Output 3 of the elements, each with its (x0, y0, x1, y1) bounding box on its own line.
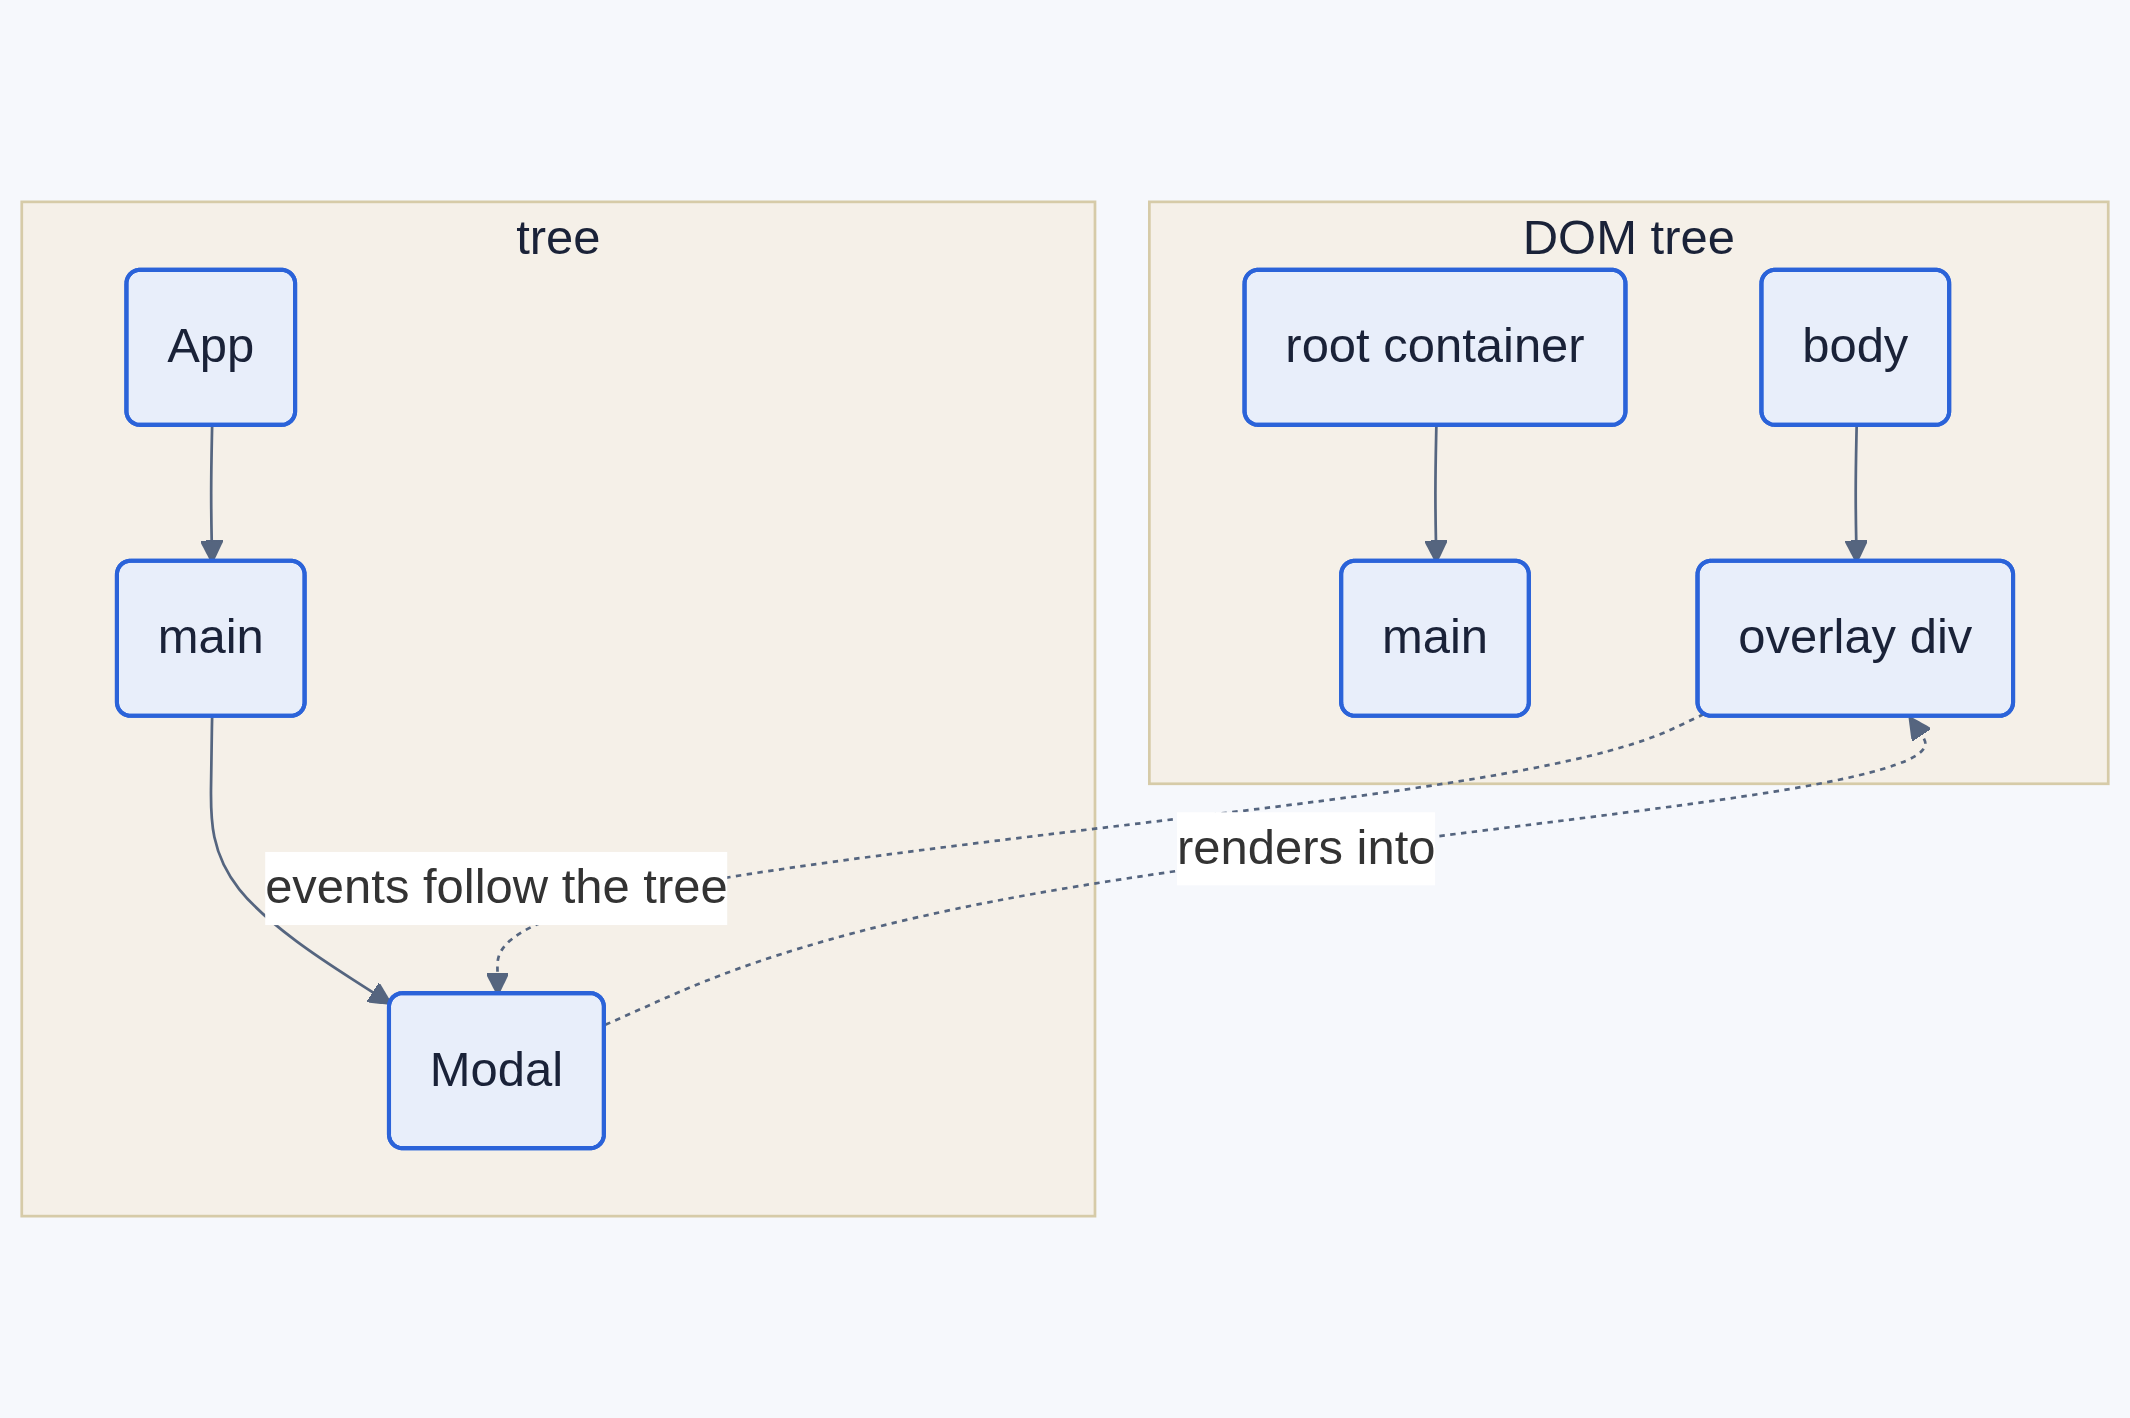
edge-label: renders into (1177, 820, 1436, 875)
arrow (604, 716, 1932, 1027)
edge-label: events follow the tree (265, 859, 728, 915)
